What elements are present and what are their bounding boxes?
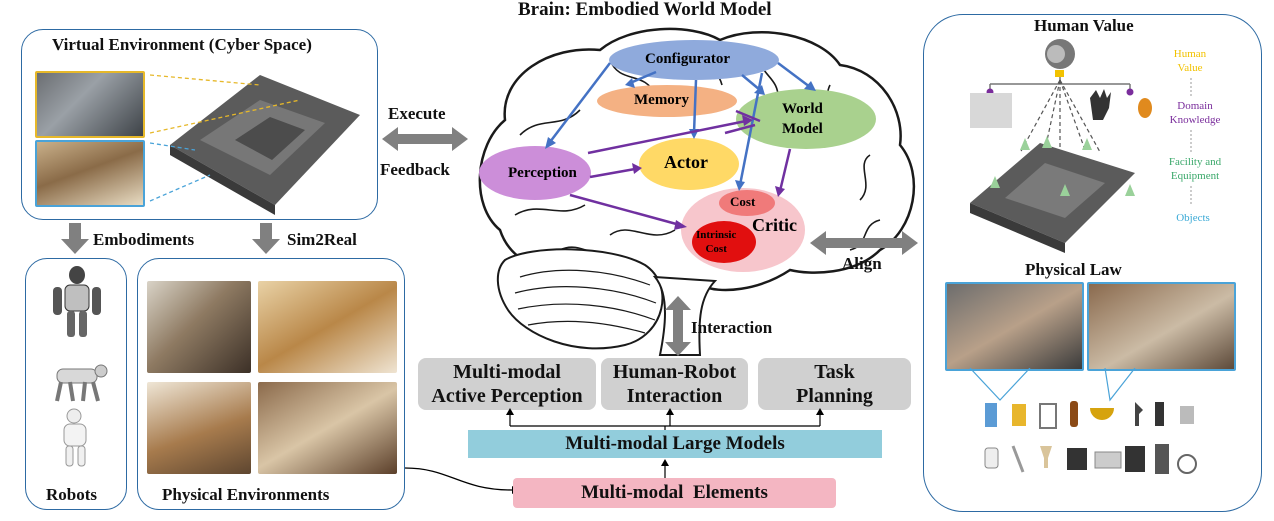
models-connectors [506,408,824,478]
legend-domain-knowledge-text: Domain Knowledge [1169,100,1221,126]
humanoid-robot-icon [53,266,101,337]
legend-facility-equipment-text: Facility and Equipment [1168,156,1222,182]
white-humanoid-robot-icon [63,408,87,467]
cost-label: Cost [730,194,756,209]
perception-node [479,146,591,200]
feedback-label: Feedback [380,160,450,179]
align-label: Align [842,254,882,273]
intrinsic-cost-node [692,221,756,263]
intrinsic-cost-label: Intrinsic Cost [696,229,737,255]
world-model-label: World Model [782,101,823,137]
critic-label: Critic [752,215,797,235]
multimodal-large-models-box: Multi-modal Large Models [468,430,882,458]
multimodal-large-models-label: Multi-modal Large Models [565,433,785,454]
task-planning-box: Task Planning [758,358,911,410]
active-perception-box: Multi-modal Active Perception [418,358,596,410]
legend-objects: Objects [1160,211,1226,225]
brain-title: Brain: Embodied World Model [518,0,772,20]
embodiments-arrow [61,223,89,254]
virtual-photo-office [35,71,145,138]
interaction-arrow [665,296,691,356]
sink-thumbnail [970,93,1012,128]
wheelchair-icon [1177,454,1197,474]
physical-photo-dining [147,382,251,474]
physical-law-callouts [969,368,1136,402]
legend-human-value-text: Human Value [1173,48,1207,74]
sim2real-arrow [252,223,280,254]
coffee-machine-icon [1067,448,1087,470]
physical-photo-cafe [258,281,397,373]
bottle-icon [1070,401,1078,427]
perception-label: Perception [508,165,577,181]
physical-law-photo-store [945,282,1084,371]
virtual-photo-lounge [35,140,145,207]
active-perception-label: Multi-modal Active Perception [431,361,583,407]
legend-dashed-connector [1190,78,1192,206]
memory-label: Memory [634,92,689,108]
cereal-box-icon [1012,404,1026,426]
human-robot-interaction-label: Human-Robot Interaction [612,361,737,407]
robot-hand-thumbnail [1090,89,1111,120]
execute-label: Execute [388,104,446,123]
cup-icon [984,447,999,469]
wine-glass-icon [1040,446,1052,468]
appliance-icon [1180,406,1194,424]
shelf-cart-icon [1039,403,1057,429]
knowledge-tree-graphic [970,39,1152,253]
object-icons-grid [984,401,1197,474]
brain-stem [652,275,718,356]
milk-carton-icon [985,403,997,427]
microwave-icon [1094,451,1122,469]
legend-human-value: Human Value [1160,47,1220,75]
memory-node [597,85,737,117]
spoon-icon [1011,445,1025,473]
physical-photo-bedroom [258,382,397,474]
cabinet-icon [1125,446,1145,472]
bowl-icon [1090,408,1114,420]
actor-label: Actor [664,152,708,172]
configurator-label: Configurator [645,51,730,67]
physical-law-photo-room [1087,282,1236,371]
multimodal-elements-label: Multi-modal Elements [581,482,768,503]
virtual-floorplan-3d [149,74,360,215]
human-value-title: Human Value [1034,16,1134,35]
human-robot-interaction-box: Human-Robot Interaction [601,358,748,410]
physical-environments-title: Physical Environments [162,485,330,504]
legend-objects-text: Objects [1176,212,1210,224]
align-arrow [810,231,918,255]
interaction-label: Interaction [691,318,773,337]
cerebellum [496,248,664,350]
legend-facility-equipment: Facility and Equipment [1150,155,1240,183]
actor-node [639,138,739,190]
sim2real-label: Sim2Real [287,230,357,249]
physical-law-title: Physical Law [1025,260,1122,279]
lamp-icon [1135,402,1143,426]
fridge-icon [1155,444,1169,474]
world-model-node [736,89,876,149]
multimodal-elements-box: Multi-modal Elements [513,478,836,508]
robots-title: Robots [46,485,98,504]
embodiments-label: Embodiments [93,230,195,249]
task-planning-label: Task Planning [796,361,873,407]
quadruped-robot-icon [55,364,108,402]
execute-feedback-arrow [382,127,468,151]
physical-photo-wheelchair [147,281,251,373]
configurator-node [609,40,779,80]
fruit-thumbnail [1138,98,1152,118]
brain-diagram [478,27,915,356]
phone-icon [1155,402,1164,426]
virtual-environment-title: Virtual Environment (Cyber Space) [52,35,312,54]
cost-node [719,190,775,216]
legend-domain-knowledge: Domain Knowledge [1155,99,1235,127]
